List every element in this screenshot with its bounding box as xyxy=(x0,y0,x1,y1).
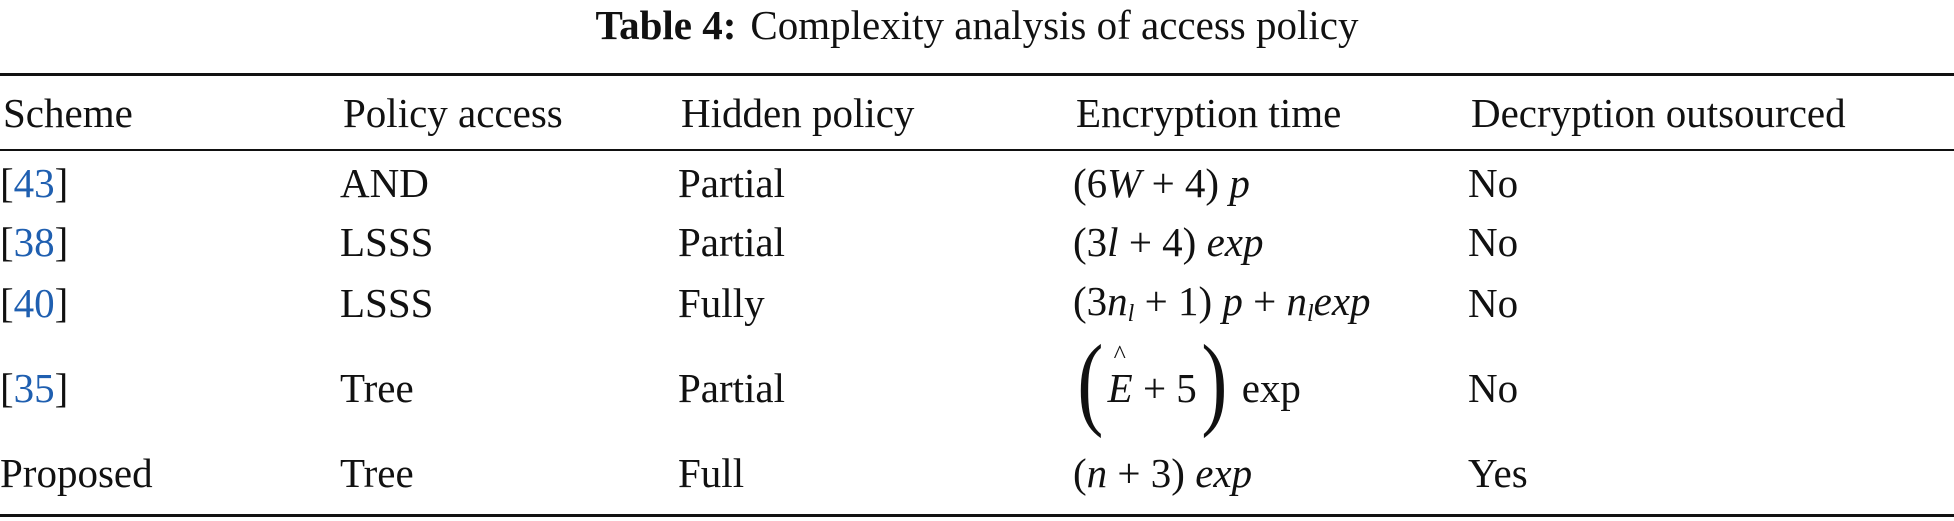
cell-scheme: [40] xyxy=(0,272,340,333)
header-policy-access: Policy access xyxy=(343,90,563,136)
formula-part: ( xyxy=(1073,449,1087,496)
cell-encryption-time: (3nl + 1) p + nlexp xyxy=(1073,272,1468,333)
cell-encryption-time: (3l + 4) exp xyxy=(1073,211,1468,272)
cell-policy-access: AND xyxy=(340,159,429,206)
cell-decryption-outsourced: No xyxy=(1468,159,1519,206)
formula-right-paren: ) xyxy=(1201,323,1228,439)
bracket-close: ] xyxy=(54,218,69,265)
cell-scheme: [38] xyxy=(0,211,340,272)
formula-var: n xyxy=(1107,278,1128,324)
table-header-row: Scheme Policy access Hidden policy Encry… xyxy=(0,76,1954,150)
bracket-open: [ xyxy=(0,279,14,326)
formula-hat-accent: ^ xyxy=(1113,339,1126,369)
bracket-open: [ xyxy=(0,218,14,265)
formula-e-hat: ^E xyxy=(1107,340,1133,412)
cell-decryption-outsourced: Yes xyxy=(1468,449,1528,496)
formula-left-paren: ( xyxy=(1077,323,1104,439)
table-row: [43] AND Partial (6W + 4) p No xyxy=(0,150,1954,211)
header-scheme: Scheme xyxy=(3,90,133,136)
formula-operator: + xyxy=(1253,278,1277,324)
cell-encryption-time: (6W + 4) p xyxy=(1073,150,1468,211)
table-row: [40] LSSS Fully (3nl + 1) p + nlexp No xyxy=(0,272,1954,333)
bracket-open: [ xyxy=(0,364,14,411)
table-row: [35] Tree Partial (^E + 5) exp No xyxy=(0,323,1954,442)
formula-part: + 1) xyxy=(1144,278,1213,324)
cell-encryption-time: (^E + 5) exp xyxy=(1073,323,1468,442)
formula-var: exp xyxy=(1313,278,1371,324)
formula-subscript: l xyxy=(1306,301,1314,327)
table-header-rule xyxy=(0,149,1954,151)
formula-var: E xyxy=(1107,364,1133,411)
citation-link-35[interactable]: 35 xyxy=(13,364,55,411)
cell-hidden-policy: Full xyxy=(678,449,745,496)
formula-part: (3 xyxy=(1073,218,1108,265)
cell-scheme: [35] xyxy=(0,333,340,442)
table-bottom-rule xyxy=(0,514,1954,517)
cell-hidden-policy: Fully xyxy=(678,279,765,326)
table-top-rule xyxy=(0,73,1954,76)
formula-part: + 4) xyxy=(1151,159,1220,206)
formula-subscript: l xyxy=(1127,301,1135,327)
bracket-close: ] xyxy=(54,159,69,206)
table-caption-text: Complexity analysis of access policy xyxy=(750,2,1359,48)
cell-decryption-outsourced: No xyxy=(1468,279,1519,326)
complexity-table: Scheme Policy access Hidden policy Encry… xyxy=(0,76,1954,503)
formula-var: n xyxy=(1086,449,1108,496)
bracket-close: ] xyxy=(54,279,69,326)
formula-var: n xyxy=(1286,278,1307,324)
cell-encryption-time: (n + 3) exp xyxy=(1073,442,1468,503)
formula-part: (3 xyxy=(1073,278,1108,324)
citation-link-38[interactable]: 38 xyxy=(13,218,55,265)
formula-var: W xyxy=(1107,159,1142,206)
formula-part: + 5 xyxy=(1142,364,1197,411)
cell-hidden-policy: Partial xyxy=(678,364,786,411)
citation-link-43[interactable]: 43 xyxy=(13,159,55,206)
formula-part: + 4) xyxy=(1128,218,1197,265)
cell-policy-access: LSSS xyxy=(340,218,434,265)
bracket-open: [ xyxy=(0,159,14,206)
formula-var: exp xyxy=(1195,449,1253,496)
cell-hidden-policy: Partial xyxy=(678,218,786,265)
formula-var: p xyxy=(1222,278,1243,324)
cell-scheme: Proposed xyxy=(0,449,153,496)
cell-decryption-outsourced: No xyxy=(1468,218,1519,265)
formula-part: (6 xyxy=(1073,159,1108,206)
header-encryption-time: Encryption time xyxy=(1076,90,1342,136)
formula-var: exp xyxy=(1206,218,1264,265)
formula-part: exp xyxy=(1241,364,1301,411)
formula-var: l xyxy=(1107,218,1119,265)
header-hidden-policy: Hidden policy xyxy=(681,90,915,136)
table-row: [38] LSSS Partial (3l + 4) exp No xyxy=(0,211,1954,272)
formula-part: + 3) xyxy=(1117,449,1185,496)
formula-var: p xyxy=(1229,159,1250,206)
table-row: Proposed Tree Full (n + 3) exp Yes xyxy=(0,442,1954,503)
cell-hidden-policy: Partial xyxy=(678,159,786,206)
header-decryption-outsourced: Decryption outsourced xyxy=(1471,90,1846,136)
cell-policy-access: Tree xyxy=(340,364,414,411)
cell-policy-access: Tree xyxy=(340,449,414,496)
citation-link-40[interactable]: 40 xyxy=(13,279,55,326)
cell-policy-access: LSSS xyxy=(340,279,434,326)
table-caption-label: Table 4: xyxy=(595,2,737,48)
table-caption: Table 4: Complexity analysis of access po… xyxy=(0,0,1954,50)
bracket-close: ] xyxy=(54,364,69,411)
cell-scheme: [43] xyxy=(0,150,340,211)
cell-decryption-outsourced: No xyxy=(1468,364,1519,411)
